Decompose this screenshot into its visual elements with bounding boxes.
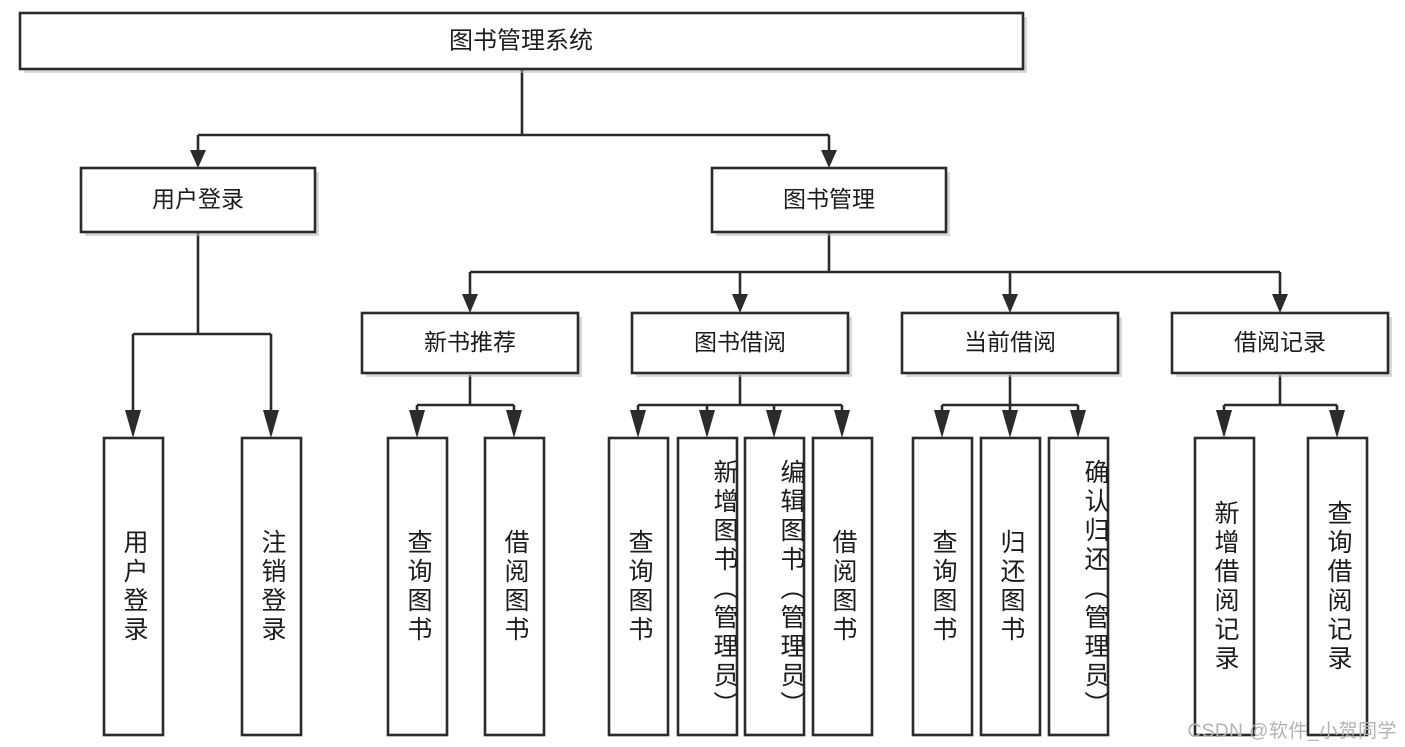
- arrowhead-icon: [699, 410, 715, 438]
- arrowhead-icon: [1070, 410, 1086, 438]
- arrowhead-layer: [125, 150, 1345, 438]
- node-root[interactable]: 图书管理系统: [18, 11, 1027, 73]
- node-rect[interactable]: [79, 166, 317, 234]
- arrowhead-icon: [834, 410, 850, 438]
- node-layer: 图书管理系统 用户登录 图书管理 新书推荐: [18, 11, 1392, 737]
- node-user-login[interactable]: 用户登录: [79, 166, 319, 236]
- arrowhead-icon: [934, 410, 950, 438]
- node-label: 图书借阅: [694, 329, 786, 355]
- node-rect[interactable]: [18, 11, 1025, 71]
- node-rect[interactable]: [900, 311, 1120, 375]
- leaf-rect[interactable]: [102, 436, 165, 737]
- node-rect[interactable]: [710, 166, 948, 234]
- node-label: 用户登录: [152, 186, 244, 212]
- node-rect[interactable]: [630, 311, 850, 375]
- arrowhead-icon: [125, 410, 141, 438]
- leaf-boxes: [102, 436, 1369, 737]
- leaf-rect[interactable]: [386, 436, 449, 737]
- arrowhead-icon: [409, 410, 425, 438]
- arrowhead-icon: [506, 410, 522, 438]
- node-book-borrow[interactable]: 图书借阅: [630, 311, 852, 377]
- leaf-rect[interactable]: [607, 436, 670, 737]
- leaf-rect[interactable]: [1193, 436, 1256, 737]
- leaf-rect[interactable]: [979, 436, 1042, 737]
- node-rect[interactable]: [360, 311, 580, 375]
- leaf-rect[interactable]: [1306, 436, 1369, 737]
- leaf-rect[interactable]: [483, 436, 546, 737]
- leaf-rect[interactable]: [743, 436, 806, 737]
- node-label: 借阅记录: [1234, 329, 1326, 355]
- arrowhead-icon: [630, 410, 646, 438]
- arrowhead-icon: [1002, 294, 1018, 313]
- node-rect[interactable]: [1170, 311, 1390, 375]
- node-new-book-recommend[interactable]: 新书推荐: [360, 311, 582, 377]
- node-borrow-record[interactable]: 借阅记录: [1170, 311, 1392, 377]
- arrowhead-icon: [263, 410, 279, 438]
- node-label: 当前借阅: [964, 329, 1056, 355]
- arrowhead-icon: [1216, 410, 1232, 438]
- leaf-rect[interactable]: [811, 436, 874, 737]
- node-current-borrow[interactable]: 当前借阅: [900, 311, 1122, 377]
- arrowhead-icon: [1272, 294, 1288, 313]
- arrowhead-icon: [190, 150, 206, 168]
- leaf-rect[interactable]: [240, 436, 303, 737]
- arrowhead-icon: [732, 294, 748, 313]
- node-label: 图书管理: [783, 186, 875, 212]
- leaf-rect[interactable]: [911, 436, 974, 737]
- node-book-management[interactable]: 图书管理: [710, 166, 950, 236]
- arrowhead-icon: [821, 150, 837, 168]
- arrowhead-icon: [766, 410, 782, 438]
- arrowhead-icon: [1329, 410, 1345, 438]
- watermark-text: CSDN @软件_小贺同学: [1187, 721, 1397, 742]
- node-label: 图书管理系统: [449, 27, 593, 54]
- arrowhead-icon: [1002, 410, 1018, 438]
- leaf-rect[interactable]: [676, 436, 739, 737]
- leaf-rect[interactable]: [1047, 436, 1110, 737]
- node-label: 新书推荐: [424, 329, 516, 355]
- arrowhead-icon: [462, 294, 478, 313]
